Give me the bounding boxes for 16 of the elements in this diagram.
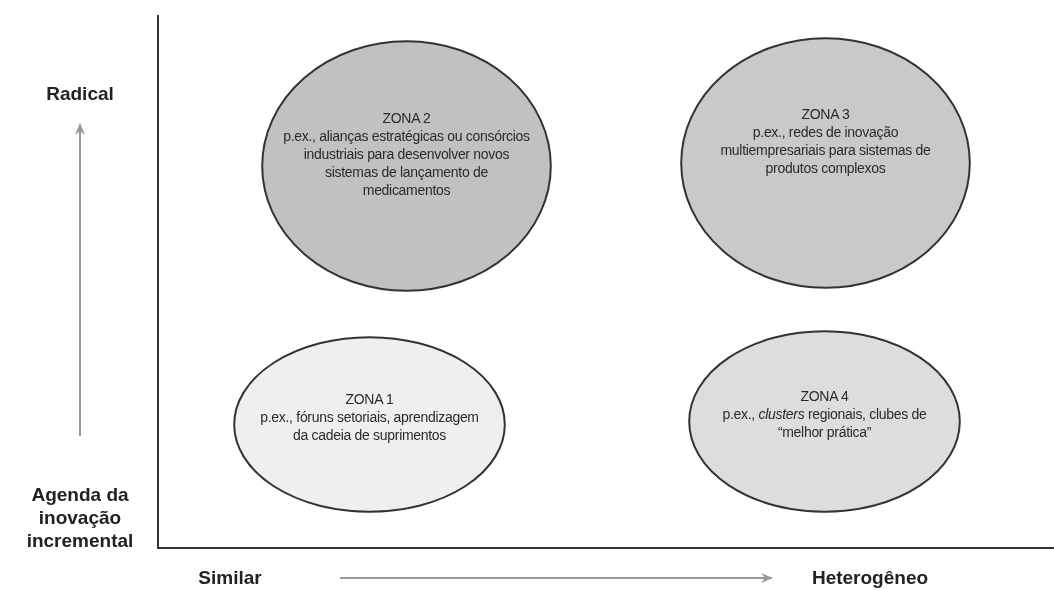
zone-title: ZONA 2 (381, 109, 432, 127)
zone-ellipse (680, 37, 971, 289)
axis-label: Heterogêneo (810, 566, 930, 589)
zone-description: p.ex., alianças estratégicas ou consórcios industriais para desenvolver novos sistemas de lançamento de medicamentos (282, 127, 531, 199)
zone-ellipse (688, 330, 961, 513)
zone-title: ZONA 3 (800, 105, 851, 123)
zone-description: p.ex., fóruns setoriais, aprendizagem da cadeia de suprimentos (259, 407, 480, 444)
zone-description: p.ex., clusters regionais, clubes de “melhor prática” (721, 404, 928, 441)
zone-title: ZONA 1 (344, 389, 395, 408)
zone-title: ZONA 4 (799, 386, 850, 405)
zone-ellipse (233, 336, 506, 513)
zone-ellipse (261, 40, 552, 292)
axis-label: Similar (197, 566, 263, 589)
zone-description: p.ex., redes de inovação multiempresariais para sistemas de produtos complexos (719, 123, 932, 177)
axis-label: Radical (45, 82, 115, 105)
axis-label: Agenda da inovação incremental (25, 483, 135, 552)
